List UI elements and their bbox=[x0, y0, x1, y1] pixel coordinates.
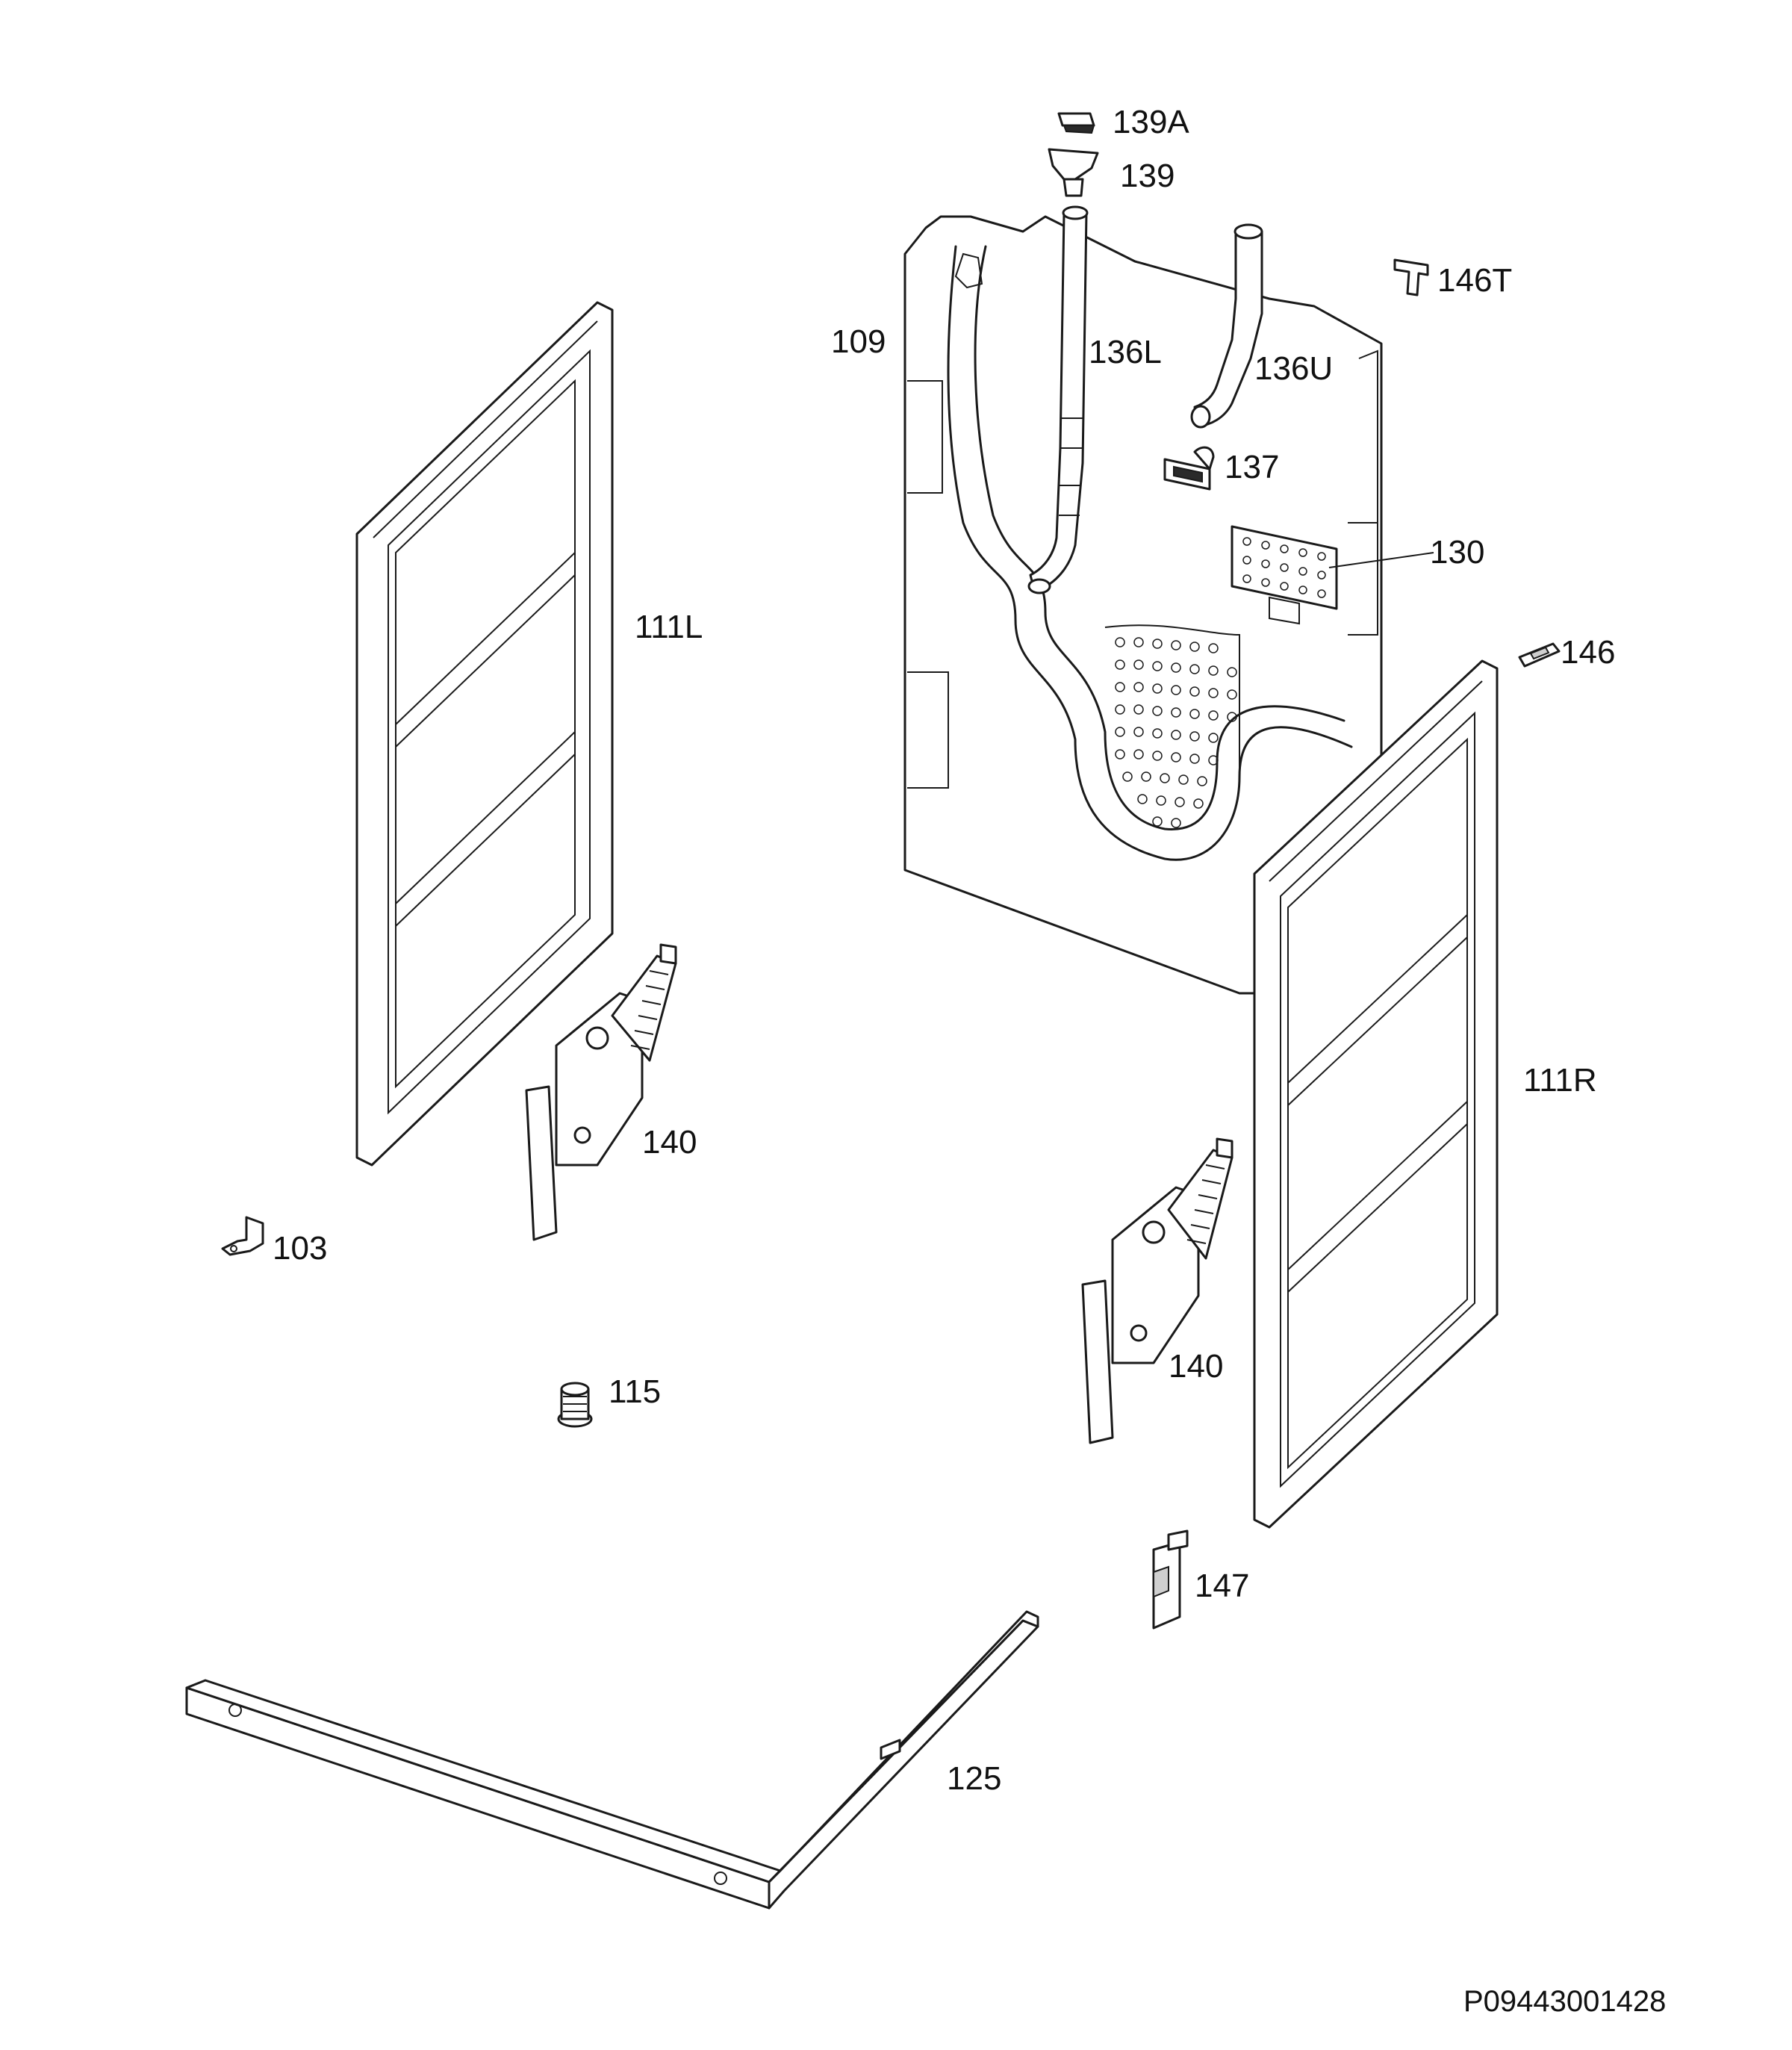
hose-136L bbox=[1027, 205, 1089, 594]
label-137: 137 bbox=[1225, 449, 1280, 485]
hinge-140-left bbox=[525, 943, 677, 1241]
bracket-103 bbox=[221, 1216, 264, 1256]
label-136L: 136L bbox=[1089, 334, 1162, 370]
label-146: 146 bbox=[1561, 634, 1616, 671]
bracket-146T bbox=[1393, 258, 1429, 296]
label-146T: 146T bbox=[1437, 262, 1513, 299]
label-140-right: 140 bbox=[1169, 1348, 1224, 1385]
clip-137 bbox=[1163, 446, 1215, 491]
foot-115 bbox=[557, 1382, 593, 1428]
back-panel-109 bbox=[903, 215, 1383, 995]
label-111R: 111R bbox=[1523, 1062, 1597, 1099]
label-139: 139 bbox=[1120, 158, 1175, 194]
label-111L: 111L bbox=[635, 609, 703, 645]
label-139A: 139A bbox=[1113, 104, 1189, 140]
base-frame-125 bbox=[185, 1610, 1039, 1910]
label-109: 109 bbox=[831, 323, 886, 360]
label-136U: 136U bbox=[1254, 350, 1334, 387]
label-140-left: 140 bbox=[642, 1124, 697, 1161]
connector-139A bbox=[1057, 112, 1095, 134]
connector-139 bbox=[1048, 148, 1099, 197]
label-125: 125 bbox=[947, 1760, 1002, 1797]
label-147: 147 bbox=[1195, 1568, 1250, 1604]
side-frame-111R bbox=[1253, 659, 1499, 1529]
drawing-code: P09443001428 bbox=[1463, 1985, 1667, 2018]
label-103: 103 bbox=[273, 1230, 328, 1267]
grille-130 bbox=[1231, 525, 1434, 625]
clip-146 bbox=[1518, 642, 1561, 668]
side-frame-111L bbox=[355, 301, 614, 1167]
label-130: 130 bbox=[1430, 534, 1485, 571]
hinge-140-right bbox=[1081, 1137, 1233, 1444]
perforated-vent-area bbox=[1115, 637, 1237, 828]
label-115: 115 bbox=[609, 1373, 662, 1410]
hose-136U bbox=[1190, 223, 1263, 429]
bracket-147 bbox=[1152, 1529, 1189, 1630]
